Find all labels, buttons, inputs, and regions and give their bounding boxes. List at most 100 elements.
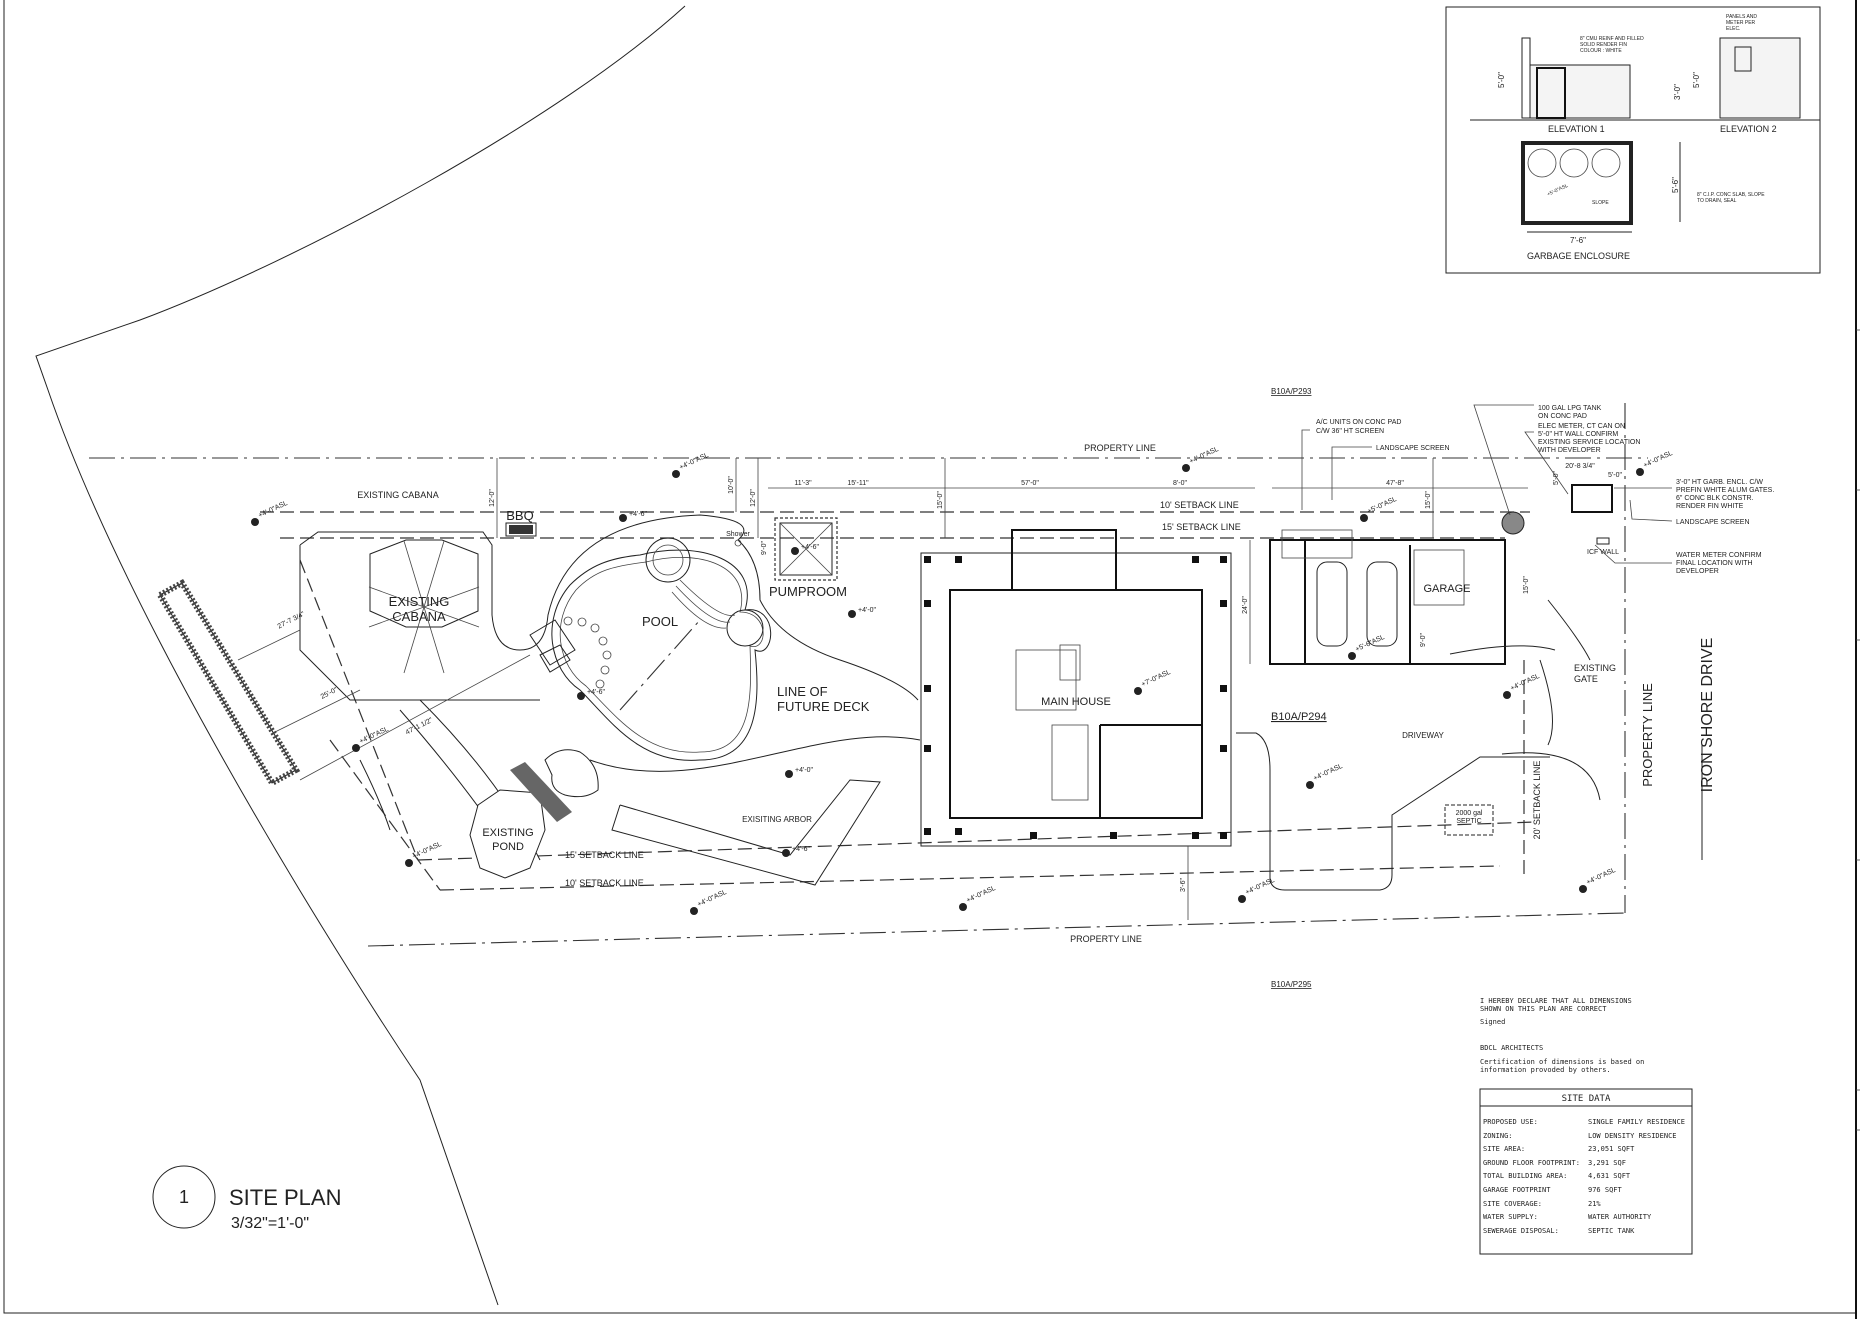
garbage-enclosure-note: RENDER FIN WHITE: [1676, 503, 1744, 510]
row-label: ZONING:: [1483, 1132, 1513, 1140]
declaration: SHOWN ON THIS PLAN ARE CORRECT: [1480, 1005, 1607, 1013]
firm-name: BDCL ARCHITECTS: [1480, 1044, 1543, 1052]
elevation-marker-icon: [1636, 468, 1644, 476]
elec-meter-note: ELEC METER, CT CAN ON: [1538, 423, 1625, 430]
drawing-scale: 3/32"=1'-0": [231, 1215, 309, 1232]
parcel-label: B10A/P293: [1271, 387, 1312, 396]
elevation-label: +4'-0"ASL: [678, 452, 709, 472]
elec-meter-note: 5'-0" HT WALL CONFIRM: [1538, 431, 1618, 438]
dimension-label: 10'-0": [728, 476, 735, 494]
spot-elevation: +4'-0"ASL: [959, 885, 997, 911]
elevation-marker-icon: [848, 610, 856, 618]
site-data-row: SITE COVERAGE:21%: [1483, 1200, 1601, 1208]
septic-tank: [1444, 804, 1494, 836]
row-label: PROPOSED USE:: [1483, 1118, 1538, 1126]
site-data-frame: [1479, 1088, 1693, 1255]
septic-label: 2000 gal: [1456, 810, 1483, 817]
pumproom-label: PUMPROOM: [769, 584, 847, 599]
spot-elevation: +4'-0": [848, 607, 877, 618]
dimension-label: 15'-0": [937, 491, 944, 509]
dimension-label: 15'-0": [1523, 576, 1530, 594]
spot-elevation: +4'-0"ASL: [1238, 877, 1276, 903]
inset-plan-title: GARBAGE ENCLOSURE: [1527, 251, 1630, 261]
ac-units-note: C/W 36" HT SCREEN: [1316, 428, 1384, 435]
inset-note: TO DRAIN, SEAL: [1697, 198, 1737, 204]
parcel-label: B10A/P295: [1271, 980, 1312, 989]
existing-pond: [469, 749, 599, 879]
elevation-marker-icon: [1579, 885, 1587, 893]
elevation-marker-icon: [1348, 652, 1356, 660]
car-icon: [1366, 561, 1398, 647]
elevation-marker-icon: [1306, 781, 1314, 789]
elevation-label: +4'-6": [587, 689, 606, 696]
bbq-label: BBQ: [506, 508, 533, 523]
site-data-table: SITE DATA PROPOSED USE:SINGLE FAMILY RES…: [1483, 1094, 1685, 1235]
cabana-label: CABANA: [392, 609, 446, 624]
main-house: [920, 529, 1232, 847]
declaration: I HEREBY DECLARE THAT ALL DIMENSIONS: [1480, 997, 1632, 1005]
row-label: GROUND FLOOR FOOTPRINT:: [1483, 1159, 1580, 1167]
inset-note: METER PER: [1726, 20, 1756, 26]
inset-dimension: 5'-6": [1671, 177, 1680, 193]
dimension-label: 9'-0": [1420, 633, 1427, 647]
drawing-number-circle: [152, 1165, 216, 1229]
certification-notes: I HEREBY DECLARE THAT ALL DIMENSIONS SHO…: [1480, 997, 1644, 1074]
pool: [529, 537, 772, 761]
dimension-label: 25'-0": [320, 686, 340, 701]
dimension-label: 15'-11": [847, 480, 869, 487]
spot-elevation: +4'-0"ASL: [672, 452, 710, 478]
dimension-label: 47'-8": [1386, 480, 1404, 487]
annotations: A/C UNITS ON CONC PAD C/W 36" HT SCREEN …: [1301, 404, 1774, 575]
elevation-marker-icon: [690, 907, 698, 915]
garage-label: GARAGE: [1423, 583, 1470, 595]
elec-meter-note: WITH DEVELOPER: [1538, 447, 1601, 454]
spot-elevation: +4'-0": [785, 767, 814, 778]
main-house-label: MAIN HOUSE: [1041, 696, 1111, 708]
row-value: WATER AUTHORITY: [1588, 1213, 1652, 1221]
elevation-label: +4'-6": [792, 846, 811, 853]
elevation-label: +4'-0"ASL: [1585, 867, 1616, 887]
cabana-label: EXISTING CABANA: [357, 490, 439, 500]
inset-slope: SLOPE: [1592, 200, 1609, 206]
inset-dimension: 5'-0": [1497, 72, 1506, 88]
elevation-marker-icon: [405, 859, 413, 867]
disclaimer: Certification of dimensions is based on: [1480, 1058, 1644, 1066]
elevation-marker-icon: [959, 903, 967, 911]
elevation-label: +4'-0": [858, 607, 877, 614]
elevation-label: +4'-6": [629, 511, 648, 518]
lpg-tank-note: 100 GAL LPG TANK: [1538, 405, 1602, 412]
setback-label: 20' SETBACK LINE: [1532, 761, 1542, 840]
inset-dimension: 3'-0": [1673, 84, 1682, 100]
site-data-row: SEWERAGE DISPOSAL:SEPTIC TANK: [1483, 1227, 1635, 1235]
driveway-edge: [1236, 645, 1601, 891]
shower-label: Shower: [726, 531, 750, 538]
spot-elevation: +4'-0"ASL: [690, 889, 728, 915]
property-line-label: PROPERTY LINE: [1640, 683, 1655, 787]
spot-elevation: +4'-0"ASL: [352, 726, 390, 752]
landscape-screen-note: LANDSCAPE SCREEN: [1676, 519, 1750, 526]
elevation-marker-icon: [672, 470, 680, 478]
row-label: GARAGE FOOTPRINT: [1483, 1186, 1551, 1194]
elevation-marker-icon: [1182, 464, 1190, 472]
elevation-label: +5'-6"ASL: [1354, 634, 1385, 654]
elec-meter-note: EXISTING SERVICE LOCATION: [1538, 439, 1640, 446]
gate-arc: [1539, 599, 1591, 746]
site-data-row: ZONING:LOW DENSITY RESIDENCE: [1483, 1132, 1677, 1140]
setback-label: 10' SETBACK LINE: [1160, 500, 1239, 510]
garbage-enclosure-note: 3'-0" HT GARB. ENCL. C/W: [1676, 479, 1763, 486]
inset-note: 8" C.I.P. CONC SLAB, SLOPE: [1697, 192, 1765, 198]
dimension-label: 11'-3": [794, 480, 812, 487]
row-label: SEWERAGE DISPOSAL:: [1483, 1227, 1559, 1235]
setback-label: 10' SETBACK LINE: [565, 878, 644, 888]
elevation-label: +4'-0"ASL: [965, 885, 996, 905]
pond-label: EXISTING: [482, 827, 533, 839]
pond-label: POND: [492, 841, 524, 853]
row-value: 23,051 SQFT: [1588, 1145, 1635, 1153]
dimension-label: 9'-0": [761, 541, 768, 555]
spot-elevation: +4'-0"ASL: [1503, 673, 1541, 699]
spot-elevation: +4'-6": [791, 544, 820, 555]
spot-elevation: +7'-0"ASL: [1134, 669, 1172, 695]
arbor-label: EXISITING ARBOR: [742, 815, 812, 824]
garage: [1269, 484, 1613, 665]
elevation-marker-icon: [1134, 687, 1142, 695]
